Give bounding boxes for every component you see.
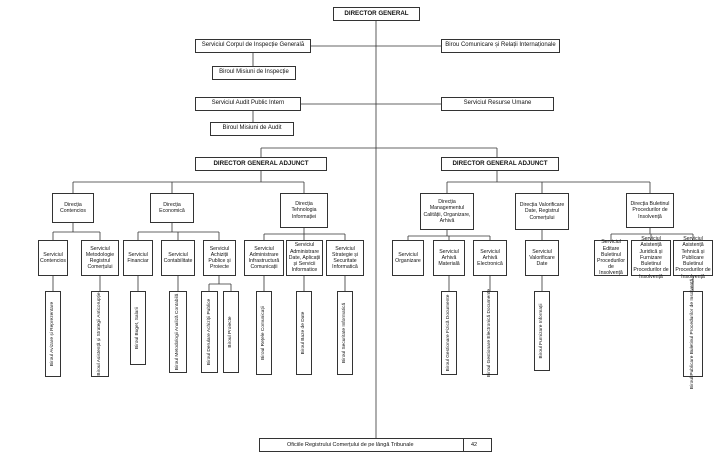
office-label: Biroul Gestionare Fizică Documente [446, 294, 452, 372]
office-box: Biroul Asistență și Strategii Anticorupț… [91, 291, 109, 377]
direction-box: Direcția Economică [150, 193, 194, 223]
office-label: Biroul Buget, Salarii [135, 306, 141, 350]
office-box: Biroul Avizare și Reprezentare [45, 291, 61, 377]
service-box: Serviciul Financiar [123, 240, 153, 276]
office-box: Biroul Gestionare Fizică Documente [441, 291, 457, 375]
direction-box: Direcția Managementul Calității, Organiz… [420, 193, 474, 230]
service-box: Serviciul Valorificare Date [525, 240, 559, 276]
office-label: Biroul Proiecte [228, 316, 234, 348]
office-box: Biroul Publicare Buletinul Procedurilor … [683, 279, 703, 389]
service-box: Serviciul Administrare Infrastructură Co… [244, 240, 284, 276]
office-label: Biroul Publicare Buletinul Procedurilor … [690, 278, 696, 390]
direction-box: Direcția Valorificare Date, Registrul Co… [515, 193, 569, 230]
service-box: Serviciul Organizare [392, 240, 424, 276]
office-label: Biroul Rețele Comunicații [261, 306, 267, 360]
deputy-director-left-box: DIRECTOR GENERAL ADJUNCT [195, 157, 327, 171]
office-label: Biroul Gestionare Electronică Documente [487, 289, 493, 377]
office-box: Biroul Buget, Salarii [130, 291, 146, 365]
footer-divider [463, 439, 464, 451]
service-box: Serviciul Asistență Juridică și Furnizar… [631, 236, 671, 280]
communication-office-box: Birou Comunicare și Relații Internaționa… [441, 39, 560, 53]
service-box: Serviciul Achiziții Publice și Proiecte [203, 240, 236, 276]
service-box: Serviciul Arhivă Electronică [473, 240, 507, 276]
office-label: Biroul Furnizare Informații [539, 303, 545, 359]
inspection-office-box: Biroul Misiuni de Inspecție [212, 66, 296, 80]
office-label: Biroul Securitate Informatică [342, 302, 348, 364]
office-label: Biroul Metodologii Analiză Contabilă [175, 293, 181, 371]
direction-box: Direcția Tehnologia Informației [280, 193, 328, 228]
office-box: Biroul Gestionare Electronică Documente [482, 289, 498, 377]
office-box: Biroul Furnizare Informații [534, 291, 550, 371]
office-box: Biroul Securitate Informatică [337, 291, 353, 375]
deputy-director-right-box: DIRECTOR GENERAL ADJUNCT [441, 157, 559, 171]
office-label: Biroul Avizare și Reprezentare [50, 301, 56, 367]
office-box: Biroul Derulare Achiziții Publice [201, 291, 218, 373]
audit-service-box: Serviciul Audit Public Intern [195, 97, 301, 111]
service-box: Serviciul Asistență Tehnică și Publicare… [673, 236, 713, 280]
office-box: Biroul Rețele Comunicații [256, 291, 272, 375]
direction-box: Direcția Buletinul Procedurilor de Insol… [626, 193, 674, 228]
office-box: Biroul Proiecte [223, 291, 239, 373]
service-box: Serviciul Strategie și Securitate Inform… [326, 240, 364, 276]
office-box: Biroul Metodologii Analiză Contabilă [169, 291, 187, 373]
service-box: Serviciul Contabilitate [161, 240, 195, 276]
direction-box: Direcția Contencios [52, 193, 94, 223]
footer-box: Oficiile Registrului Comerțului de pe lâ… [259, 438, 492, 452]
inspection-service-box: Serviciul Corpul de Inspecție Generală [195, 39, 311, 53]
office-label: Biroul Asistență și Strategii Anticorupț… [97, 292, 103, 376]
hr-service-box: Serviciul Resurse Umane [441, 97, 554, 111]
service-box: Serviciul Metodologie Registrul Comerțul… [81, 240, 119, 276]
service-box: Serviciul Arhivă Materială [433, 240, 465, 276]
service-box: Serviciul Administrare Date, Aplicații ș… [286, 240, 323, 276]
director-general-box: DIRECTOR GENERAL [333, 7, 420, 21]
office-label: Biroul Derulare Achiziții Publice [206, 298, 212, 366]
footer-count: 42 [471, 442, 478, 448]
office-label: Biroul Baze de Date [301, 311, 307, 355]
office-box: Biroul Baze de Date [296, 291, 312, 375]
service-box: Serviciul Editare Buletinul Procedurilor… [594, 239, 628, 276]
audit-office-box: Biroul Misiuni de Audit [210, 122, 294, 136]
footer-label: Oficiile Registrului Comerțului de pe lâ… [287, 442, 414, 448]
service-box: Serviciul Contencios [38, 240, 68, 276]
